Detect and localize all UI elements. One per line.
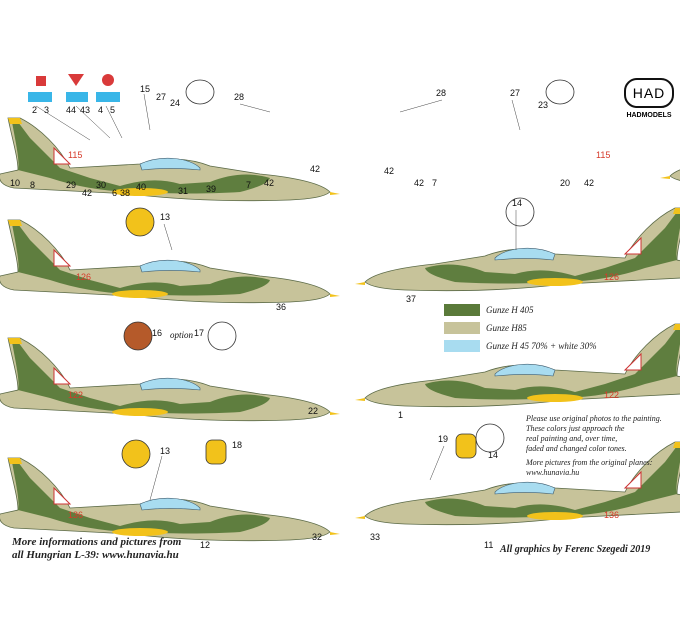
svg-text:22: 22 (308, 406, 318, 416)
painting-note: Please use original photos to the painti… (526, 414, 676, 478)
bottom-left-note: More informations and pictures from all … (12, 536, 181, 562)
tail-number: 115 (596, 150, 610, 160)
svg-text:27: 27 (510, 88, 520, 98)
svg-text:42: 42 (584, 178, 594, 188)
tail-number: 126 (76, 272, 91, 282)
callout-numbers: 2 3 44 43 4 5 15 27 24 28 10 8 29 30 42 … (10, 84, 594, 550)
svg-text:19: 19 (438, 434, 448, 444)
svg-text:39: 39 (206, 184, 216, 194)
legend-label: Gunze H85 (486, 323, 527, 333)
note-line: faded and changed color tones. (526, 444, 627, 453)
svg-text:17: 17 (194, 328, 204, 338)
svg-text:42: 42 (414, 178, 424, 188)
note-line: all Hungrian L-39: www.hunavia.hu (12, 549, 179, 561)
brand-name: HADMODELS (626, 112, 672, 119)
svg-text:12: 12 (200, 540, 210, 550)
svg-text:27: 27 (156, 92, 166, 102)
svg-text:31: 31 (178, 186, 188, 196)
svg-text:8: 8 (30, 180, 35, 190)
tail-number: 115 (68, 150, 82, 160)
note-line: Please use original photos to the painti… (526, 414, 662, 423)
svg-text:42: 42 (310, 164, 320, 174)
svg-text:11: 11 (484, 540, 493, 550)
tail-number: 122 (68, 390, 83, 400)
svg-text:13: 13 (160, 446, 170, 456)
svg-text:42: 42 (384, 166, 394, 176)
note-line: www.hunavia.hu (526, 468, 580, 477)
aircraft-profile-122-left (0, 338, 340, 421)
aircraft-profile-136-left (0, 458, 340, 541)
legend-swatch-h45 (444, 340, 480, 352)
aircraft-profile-122-right (354, 323, 680, 408)
svg-text:3: 3 (44, 105, 49, 115)
svg-text:38: 38 (120, 188, 130, 198)
svg-text:1: 1 (398, 410, 403, 420)
svg-text:29: 29 (66, 180, 76, 190)
svg-text:16: 16 (152, 328, 162, 338)
note-line: These colors just approach the (526, 424, 625, 433)
tail-number: 136 (68, 510, 83, 520)
svg-text:15: 15 (140, 84, 150, 94)
mascot-badge-icon (121, 79, 575, 469)
tail-number: 126 (604, 272, 619, 282)
svg-text:option: option (170, 330, 194, 340)
svg-text:28: 28 (436, 88, 446, 98)
leader-lines (35, 93, 521, 501)
svg-text:5: 5 (110, 105, 115, 115)
stencil-icon-group (28, 74, 120, 102)
svg-text:44: 44 (66, 105, 76, 115)
svg-text:18: 18 (232, 440, 242, 450)
svg-text:4: 4 (98, 105, 103, 115)
note-line: real painting and, over time, (526, 434, 618, 443)
legend-label: Gunze H 45 70% + white 30% (486, 341, 597, 351)
svg-text:32: 32 (312, 532, 322, 542)
logo-mark: HAD (624, 78, 674, 108)
hadmodels-logo: HAD HADMODELS (624, 78, 674, 119)
svg-text:14: 14 (488, 450, 498, 460)
svg-text:24: 24 (170, 98, 180, 108)
svg-text:10: 10 (10, 178, 20, 188)
legend-swatch-h85 (444, 322, 480, 334)
credit-line: All graphics by Ferenc Szegedi 2019 (500, 544, 651, 555)
svg-text:37: 37 (406, 294, 416, 304)
svg-text:40: 40 (136, 182, 146, 192)
svg-text:13: 13 (160, 212, 170, 222)
svg-text:28: 28 (234, 92, 244, 102)
svg-text:7: 7 (246, 180, 251, 190)
tail-number: 122 (604, 390, 619, 400)
svg-text:43: 43 (80, 105, 90, 115)
aircraft-profile-115-left (0, 118, 340, 201)
svg-text:20: 20 (560, 178, 570, 188)
tail-number: 136 (604, 510, 619, 520)
legend-label: Gunze H 405 (486, 305, 534, 315)
note-line: More informations and pictures from (12, 536, 182, 548)
aircraft-profile-126-left (0, 220, 340, 303)
svg-text:14: 14 (512, 198, 522, 208)
svg-text:23: 23 (538, 100, 548, 110)
svg-text:42: 42 (82, 188, 92, 198)
svg-text:6: 6 (112, 188, 117, 198)
svg-text:30: 30 (96, 180, 106, 190)
note-line: More pictures from the original planes: (526, 458, 653, 467)
svg-text:42: 42 (264, 178, 274, 188)
legend-swatch-h405 (444, 304, 480, 316)
svg-text:2: 2 (32, 105, 37, 115)
svg-text:7: 7 (432, 178, 437, 188)
svg-text:36: 36 (276, 302, 286, 312)
svg-text:33: 33 (370, 532, 380, 542)
